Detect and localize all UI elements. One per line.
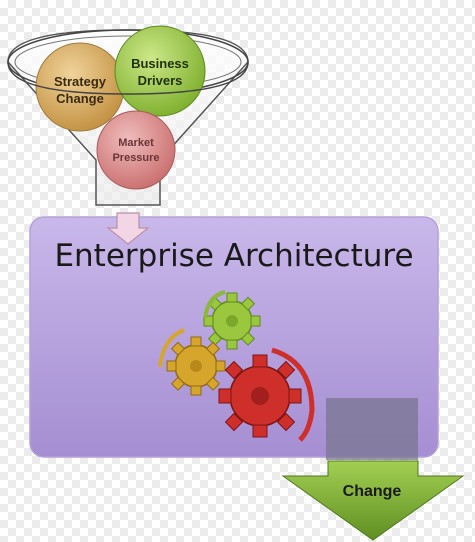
change-output-label: Change (343, 483, 402, 500)
business-label-line2: Drivers (138, 73, 183, 88)
output-arrow-head (281, 460, 465, 541)
business-label-line1: Business (131, 56, 189, 71)
business-drivers-circle (114, 25, 206, 117)
market-label-line2: Pressure (112, 152, 159, 164)
enterprise-architecture-title: Enterprise Architecture (54, 238, 413, 274)
funnel-down-arrow (106, 212, 150, 245)
green-gear-icon (203, 290, 261, 350)
funnel-lip (7, 61, 249, 95)
market-pressure-circle (96, 110, 176, 190)
strategy-label-line1: Strategy (54, 74, 107, 89)
strategy-label-line2: Change (56, 91, 104, 106)
market-label-line1: Market (118, 137, 154, 149)
gold-gear-icon (158, 328, 226, 396)
output-arrow-shaft (326, 398, 418, 460)
red-gear-icon (218, 347, 315, 442)
